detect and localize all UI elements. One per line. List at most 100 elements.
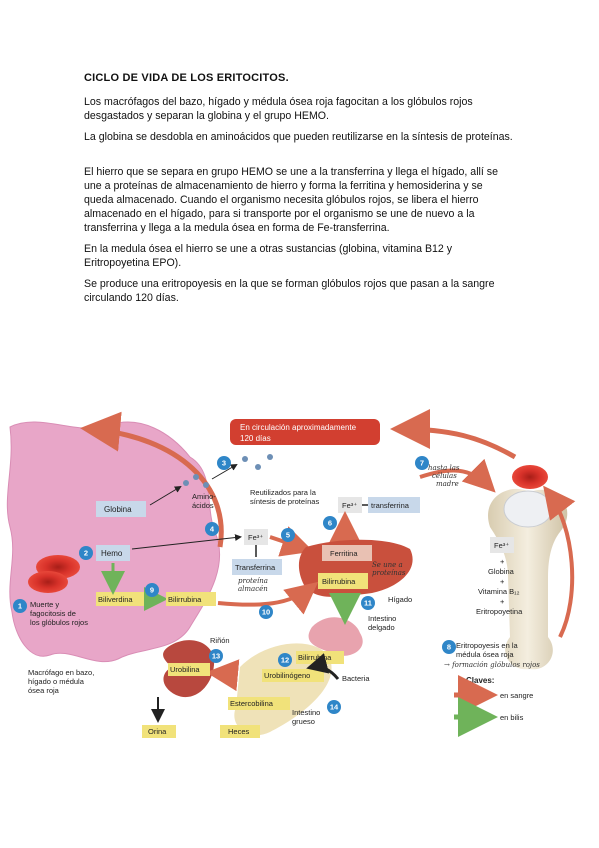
step-marker-circle <box>327 700 341 714</box>
step-marker-number: 10 <box>262 608 270 617</box>
handwritten-7-1: hasta las <box>428 464 460 472</box>
fe-bone-label: Fe³⁺ <box>494 541 509 550</box>
step-marker-number: 6 <box>328 519 332 528</box>
handwritten-7-2: células <box>432 472 457 480</box>
banner-line-2: 120 días <box>240 434 271 443</box>
transferrina-box-mid <box>232 559 282 575</box>
macrofago-line-1: Macrófago en bazo, <box>28 668 94 677</box>
step-marker-circle <box>217 456 231 470</box>
amino-label-1: Amino- <box>192 492 216 501</box>
bilirrubina-liver-label: Bilirrubina <box>322 577 356 586</box>
step-marker-circle <box>205 522 219 536</box>
ferritina-label: Ferritina <box>330 549 358 558</box>
step-marker-number: 3 <box>222 459 226 468</box>
circulation-banner <box>230 419 380 445</box>
estercobilina-box <box>228 697 290 710</box>
globina-box <box>96 501 146 517</box>
bacteria-label: Bacteria <box>342 674 370 683</box>
macrofago-line-2: hígado o médula <box>28 677 85 686</box>
paragraph-4: En la medula ósea el hierro se une a otr… <box>84 243 453 269</box>
legend-blood: en sangre <box>500 691 533 700</box>
document-title: CICLO DE VIDA DE LOS ERITOCITOS. <box>84 72 289 84</box>
step-marker-circle <box>259 605 273 619</box>
step-marker-number: 8 <box>447 643 451 652</box>
handwritten-liver-1: Se une a <box>372 561 403 569</box>
urobilinogeno-label: Urobilinógeno <box>264 671 310 680</box>
bone-shape <box>488 488 568 670</box>
erythrocyte-cycle-figure: En circulación aproximadamente 120 días … <box>0 397 599 747</box>
handwritten-transferrina-2: almacén <box>238 585 268 593</box>
transferrina-top-label: transferrina <box>371 501 410 510</box>
higado-label: Hígado <box>388 595 412 604</box>
urobilina-box <box>168 663 210 676</box>
orina-box <box>142 725 176 738</box>
step-marker-circle <box>415 456 429 470</box>
step-marker-circle <box>361 596 375 610</box>
muerte-line-3: los glóbulos rojos <box>30 618 88 627</box>
intestino-delgado-2: delgado <box>368 623 395 632</box>
transferrina-box-top <box>368 497 420 513</box>
bone-list-5: Eritropoyetina <box>476 607 523 616</box>
eritropoyesis-line-1: Eritropoyesis en la <box>456 641 519 650</box>
fe-top-label: Fe³⁺ <box>342 501 357 510</box>
red-blood-cell <box>512 465 548 489</box>
step-marker-circle <box>79 546 93 560</box>
paragraph-2: La globina se desdobla en aminoácidos qu… <box>84 131 513 143</box>
handwritten-eritropoyesis: → formación glóbulos rojos <box>444 661 540 669</box>
fe-box-mid <box>244 529 268 545</box>
hemo-box <box>96 545 130 561</box>
red-blood-cell <box>28 571 68 593</box>
step-marker-circle <box>281 528 295 542</box>
bone-list-3: Vitamina B₁₂ <box>478 587 520 596</box>
globina-label: Globina <box>104 505 132 514</box>
banner-line-1: En circulación aproximadamente <box>240 423 357 432</box>
estercobilina-label: Estercobilina <box>230 699 274 708</box>
bilirrubina-blood-label: Bilirrubina <box>168 595 202 604</box>
step-marker-number: 12 <box>281 656 289 665</box>
macrofago-line-3: ósea roja <box>28 686 60 695</box>
step-marker-number: 4 <box>210 525 215 534</box>
fe-mid-label: Fe³⁺ <box>248 533 263 542</box>
reused-line-1: Reutilizados para la <box>250 488 317 497</box>
step-marker-number: 5 <box>286 531 290 540</box>
rinon-label: Riñón <box>210 636 230 645</box>
step-marker-circle <box>145 583 159 597</box>
bilirrubina-blood-box <box>166 592 216 606</box>
biliverdina-label: Biliverdina <box>98 595 133 604</box>
step-marker-circle <box>278 653 292 667</box>
circulation-arrow <box>80 411 224 548</box>
heces-label: Heces <box>228 727 250 736</box>
muerte-line-2: fagocitosis de <box>30 609 76 618</box>
step-marker-circle <box>209 649 223 663</box>
muerte-line-1: Muerte y <box>30 600 59 609</box>
step-marker-number: 2 <box>84 549 88 558</box>
paragraph-1: Los macrófagos del bazo, hígado y médula… <box>84 96 473 122</box>
urobilina-label: Urobilina <box>170 665 200 674</box>
intestino-grueso-1: Intestino <box>292 708 320 717</box>
hemo-label: Hemo <box>101 549 123 558</box>
bone-list-0: + <box>500 557 505 566</box>
handwritten-transferrina-1: proteína <box>238 577 268 585</box>
step-marker-circle <box>323 516 337 530</box>
reused-line-2: síntesis de proteínas <box>250 497 319 506</box>
eritropoyesis-line-2: médula ósea roja <box>456 650 514 659</box>
legend-bile: en bilis <box>500 713 524 722</box>
paragraph-5: Se produce una eritropoyesis en la que s… <box>84 278 495 304</box>
step-marker-number: 9 <box>150 586 154 595</box>
handwritten-liver-2: proteínas <box>372 569 406 577</box>
fe-box-top <box>338 497 362 513</box>
step-marker-number: 1 <box>18 602 22 611</box>
fe-box-bone <box>490 537 514 553</box>
transferrina-mid-label: Transferrina <box>235 563 276 572</box>
orina-label: Orina <box>148 727 167 736</box>
step-marker-circle <box>442 640 456 654</box>
intestino-grueso-2: grueso <box>292 717 315 726</box>
amino-label-2: ácidos <box>192 501 214 510</box>
ferritina-box <box>322 545 372 561</box>
bilirrubina-liver-box <box>318 573 368 589</box>
step-marker-number: 13 <box>212 652 220 661</box>
paragraph-3: El hierro que se separa en grupo HEMO se… <box>84 166 498 234</box>
heces-box <box>220 725 260 738</box>
